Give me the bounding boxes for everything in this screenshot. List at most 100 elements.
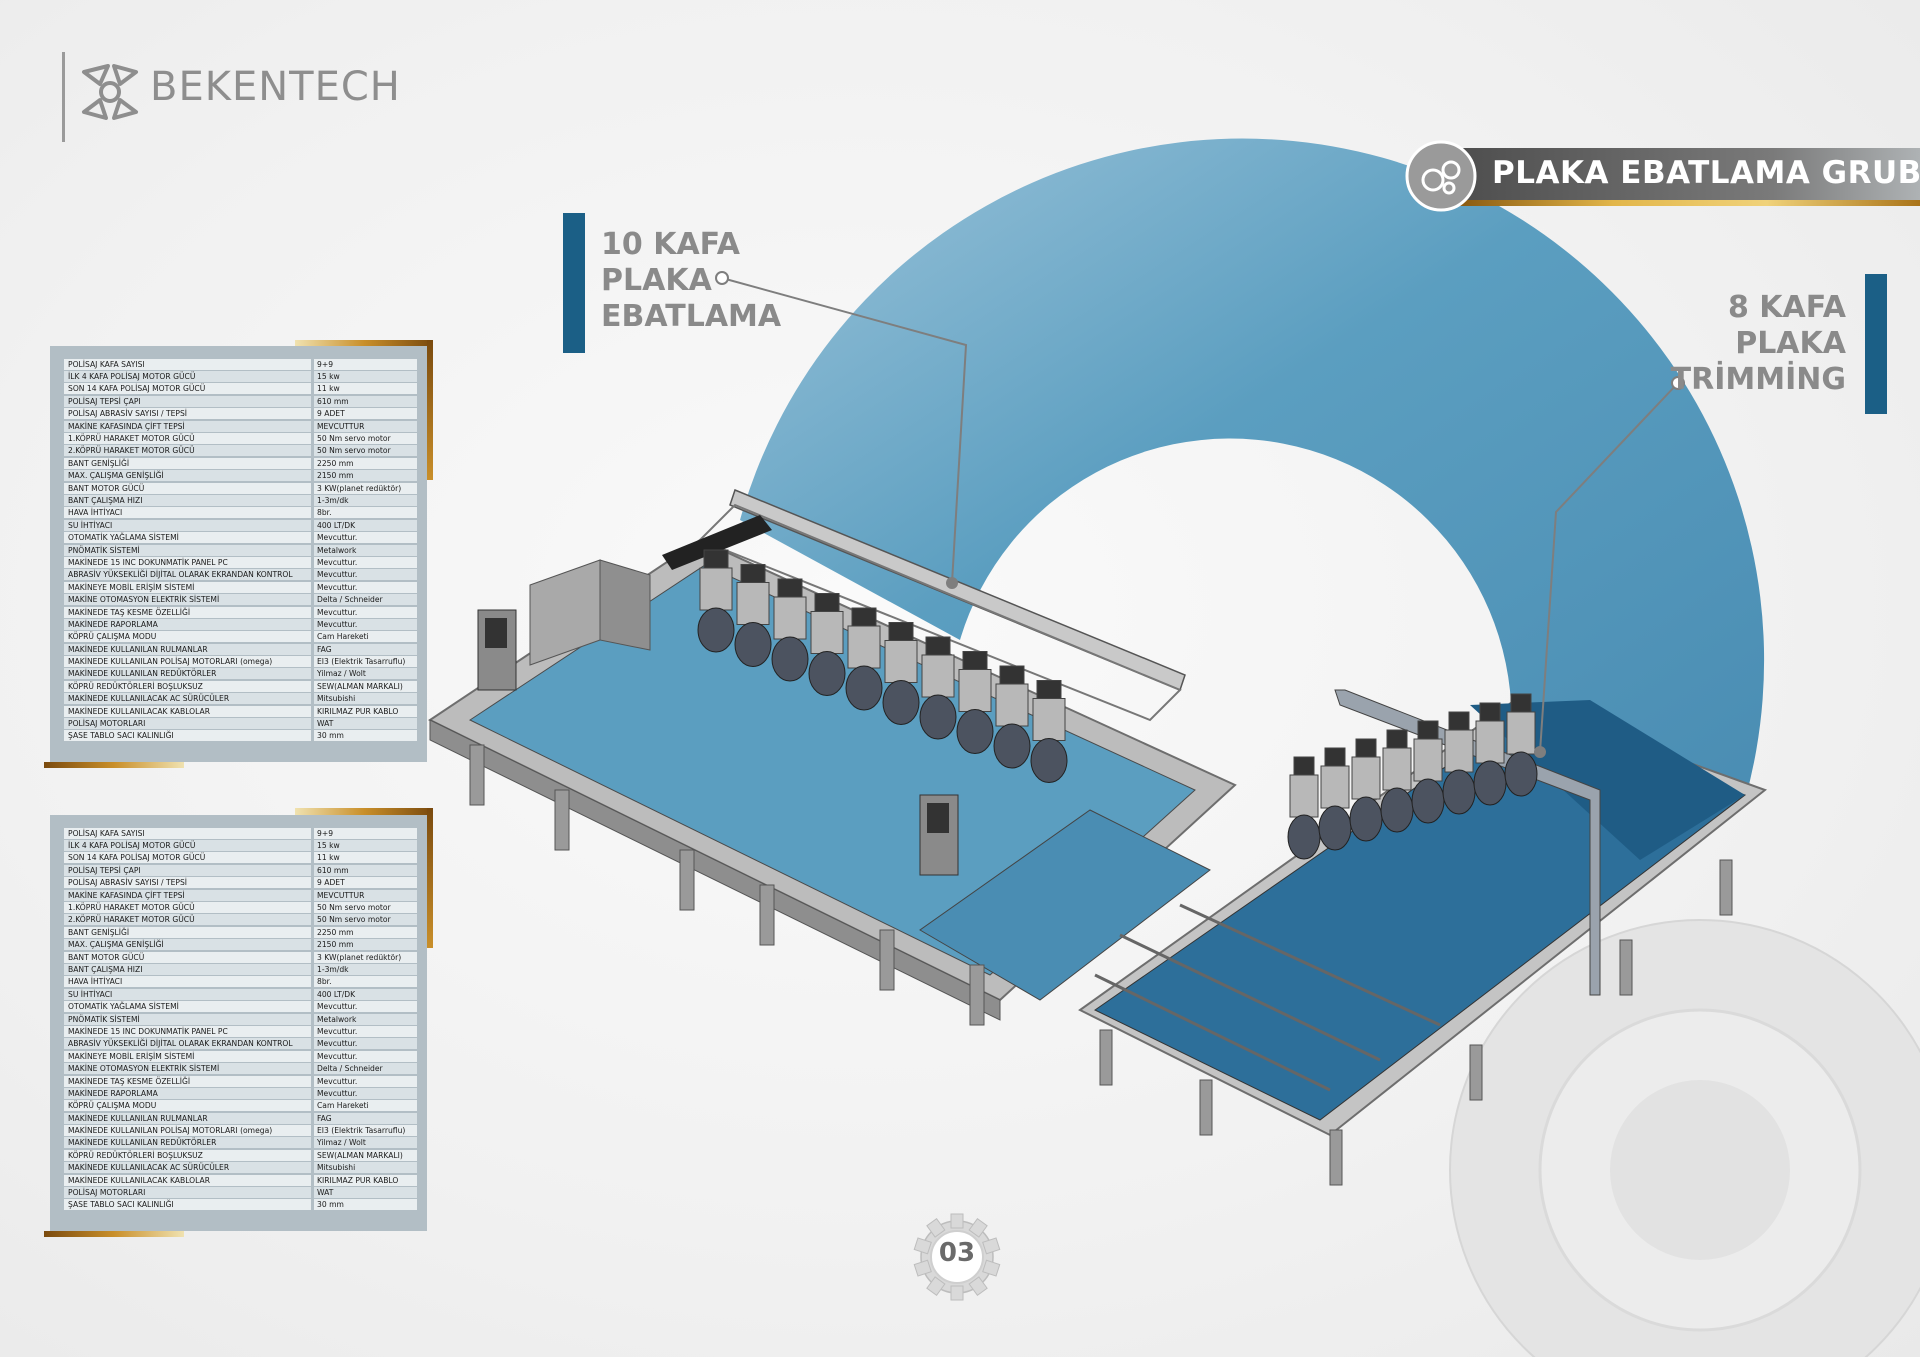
callout-right-line-3: TRİMMİNG [1670,362,1846,397]
spec-label: MAKİNEDE RAPORLAMA [64,618,311,630]
spec-label: 2.KÖPRÜ HARAKET MOTOR GÜCÜ [64,914,311,926]
spec-value: MEVCUTTUR [314,889,417,901]
spec-value: Mevcuttur. [314,581,417,593]
table-1-gold-bottom [44,762,184,768]
spec-label: KÖPRÜ REDÜKTÖRLERİ BOŞLUKSUZ [64,680,311,692]
page-number-gear-icon [913,1213,1001,1301]
spec-label: MAKİNEDE TAŞ KESME ÖZELLİĞİ [64,1075,311,1087]
spec-label: BANT GENİŞLİĞİ [64,457,311,469]
spec-label: MAKİNEDE KULLANILAN POLİSAJ MOTORLARI (o… [64,1125,311,1137]
table-1-gold-side [427,340,433,480]
spec-label: POLİSAJ TEPSİ ÇAPI [64,864,311,876]
spec-value: 1-3m/dk [314,963,417,975]
spec-value: Delta / Schneider [314,1063,417,1075]
spec-value: FAG [314,643,417,655]
spec-label: MAKİNEDE KULLANILAN POLİSAJ MOTORLARI (o… [64,656,311,668]
spec-label: MAKİNEDE KULLANILACAK KABLOLAR [64,1174,311,1186]
spec-value: 400 LT/DK [314,988,417,1000]
spec-row: ABRASİV YÜKSEKLİĞİ DİJİTAL OLARAK EKRAND… [64,569,417,581]
spec-label: MAKİNE OTOMASYON ELEKTRİK SİSTEMİ [64,1063,311,1075]
spec-row: MAKİNEDE KULLANILAN POLİSAJ MOTORLARI (o… [64,655,417,668]
spec-label: KÖPRÜ ÇALIŞMA MODU [64,631,311,643]
spec-value: EI3 (Elektrik Tasarruflu) [314,656,417,668]
callout-left-line-3: EBATLAMA [601,299,782,334]
spec-value: 3 KW(planet redüktör) [314,951,417,963]
spec-value: 11 kw [314,383,417,395]
spec-label: MAKİNE KAFASINDA ÇİFT TEPSİ [64,889,311,901]
spec-value: KIRILMAZ PUR KABLO [314,705,417,717]
spec-label: SU İHTİYACI [64,519,311,531]
spec-label: SON 14 KAFA POLİSAJ MOTOR GÜCÜ [64,852,311,864]
spec-label: İLK 4 KAFA POLİSAJ MOTOR GÜCÜ [64,371,311,383]
callout-left-line-1: 10 KAFA [601,227,740,262]
spec-label: 2.KÖPRÜ HARAKET MOTOR GÜCÜ [64,445,311,457]
spec-label: ŞASE TABLO SACI KALINLIĞI [64,730,311,742]
spec-label: MAX. ÇALIŞMA GENİŞLİĞİ [64,939,311,951]
spec-value: Mevcuttur. [314,1001,417,1013]
spec-value: 2150 mm [314,470,417,482]
spec-value: Mevcuttur. [314,606,417,618]
spec-label: SU İHTİYACI [64,988,311,1000]
spec-label: 1.KÖPRÜ HARAKET MOTOR GÜCÜ [64,433,311,445]
spec-label: SON 14 KAFA POLİSAJ MOTOR GÜCÜ [64,383,311,395]
spec-value: SEW(ALMAN MARKALI) [314,1149,417,1161]
callout-left: 10 KAFA PLAKA EBATLAMA [601,227,781,335]
spec-value: Mevcuttur. [314,1087,417,1099]
spec-value: 2250 mm [314,926,417,938]
spec-label: BANT ÇALIŞMA HIZI [64,494,311,506]
spec-value: 1-3m/dk [314,494,417,506]
callout-left-line-2: PLAKA [601,263,712,298]
spec-value: MEVCUTTUR [314,420,417,432]
callout-left-bar [563,213,585,353]
spec-value: Mevcuttur. [314,618,417,630]
spec-value: Cam Hareketi [314,631,417,643]
spec-value: 8br. [314,507,417,519]
spec-value: Mevcuttur. [314,1075,417,1087]
spec-label: OTOMATİK YAĞLAMA SİSTEMİ [64,1001,311,1013]
spec-value: Mevcuttur. [314,1025,417,1037]
spec-label: MAX. ÇALIŞMA GENİŞLİĞİ [64,470,311,482]
spec-label: KÖPRÜ REDÜKTÖRLERİ BOŞLUKSUZ [64,1149,311,1161]
spec-value: 15 kw [314,840,417,852]
spec-value: SEW(ALMAN MARKALI) [314,680,417,692]
spec-value: Mitsubishi [314,1162,417,1174]
spec-value: 400 LT/DK [314,519,417,531]
bekentech-logo-icon [82,64,138,120]
spec-label: MAKİNEDE 15 INC DOKUNMATİK PANEL PC [64,1025,311,1037]
spec-value: 50 Nm servo motor [314,902,417,914]
spec-label: ABRASİV YÜKSEKLİĞİ DİJİTAL OLARAK EKRAND… [64,1038,311,1050]
